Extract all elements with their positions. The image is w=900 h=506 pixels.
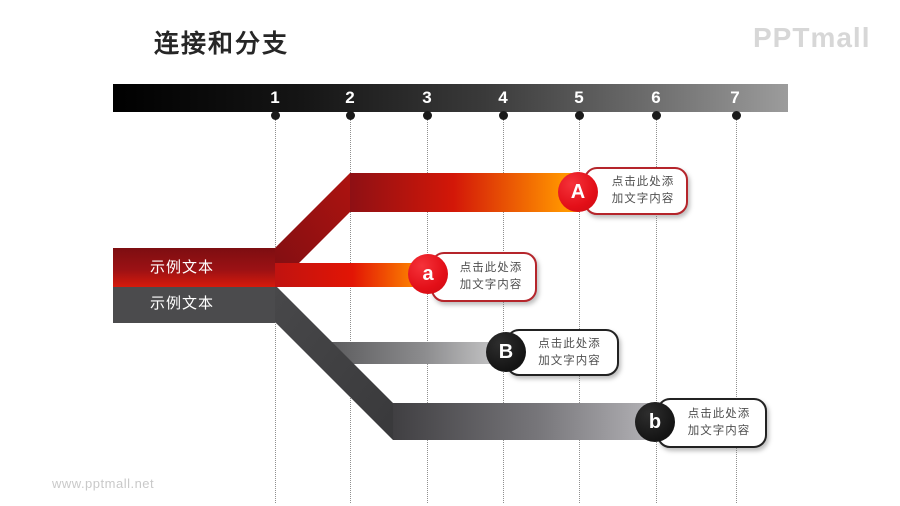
guide-line-4 [503,119,504,503]
timeline-tick-4: 4 [498,88,508,107]
source-bar-gray-label[interactable]: 示例文本 [150,295,215,312]
tick-dot-7 [732,111,741,120]
tick-dot-1 [271,111,280,120]
callout-b[interactable]: 点击此处添 加文字内容 [657,398,767,448]
callout-a-line2: 加文字内容 [459,279,523,291]
timeline-tick-2: 2 [345,88,355,107]
node-a-letter: a [422,262,434,285]
callout-B-line2: 加文字内容 [538,354,601,367]
timeline-tick-5: 5 [574,88,584,107]
pptmall-logo: PPTmall [753,22,871,53]
node-B-letter: B [498,340,514,363]
page-title: 连接和分支 [154,30,290,58]
ribbon-b-band [393,403,657,440]
timeline-tick-7: 7 [730,88,740,107]
guide-line-5 [579,119,580,503]
callout-b-line1: 点击此处添 [687,408,751,420]
tick-dot-5 [575,111,584,120]
ribbon-gray-bar [113,285,275,323]
callout-A[interactable]: 点击此处添 加文字内容 [584,167,688,215]
tick-dot-2 [346,111,355,120]
ribbon-B-band [322,342,508,364]
node-A: A [558,172,598,212]
timeline-tick-3: 3 [422,88,432,107]
node-b: b [635,402,675,442]
node-a: a [408,254,448,294]
guide-line-7 [736,119,737,503]
node-A-letter: A [570,180,586,203]
tick-dot-3 [423,111,432,120]
guide-line-6 [656,119,657,503]
callout-a-line1: 点击此处添 [459,262,523,274]
ribbon-red-bar [113,248,275,287]
node-B: B [486,332,526,372]
ribbon-gray-diagonal [275,285,393,440]
guide-line-3 [427,119,428,503]
callout-B-line1: 点击此处添 [538,337,601,350]
tick-dot-4 [499,111,508,120]
timeline-tick-6: 6 [651,88,661,107]
timeline-bar: 1 2 3 4 5 6 7 [113,84,788,112]
source-bar-red-label[interactable]: 示例文本 [150,259,215,276]
callout-A-line1: 点击此处添 [611,176,675,188]
callout-A-line2: 加文字内容 [611,193,675,205]
ribbon-red-diagonal [275,173,350,287]
timeline-tick-1: 1 [270,88,280,107]
watermark-url: www.pptmall.net [52,476,155,491]
callout-a[interactable]: 点击此处添 加文字内容 [431,252,537,302]
callout-b-line2: 加文字内容 [687,425,751,437]
tick-dot-6 [652,111,661,120]
ribbon-A-band [350,173,580,212]
ribbon-a-arm [275,263,430,287]
node-b-letter: b [648,410,662,433]
guide-line-2 [350,119,351,503]
